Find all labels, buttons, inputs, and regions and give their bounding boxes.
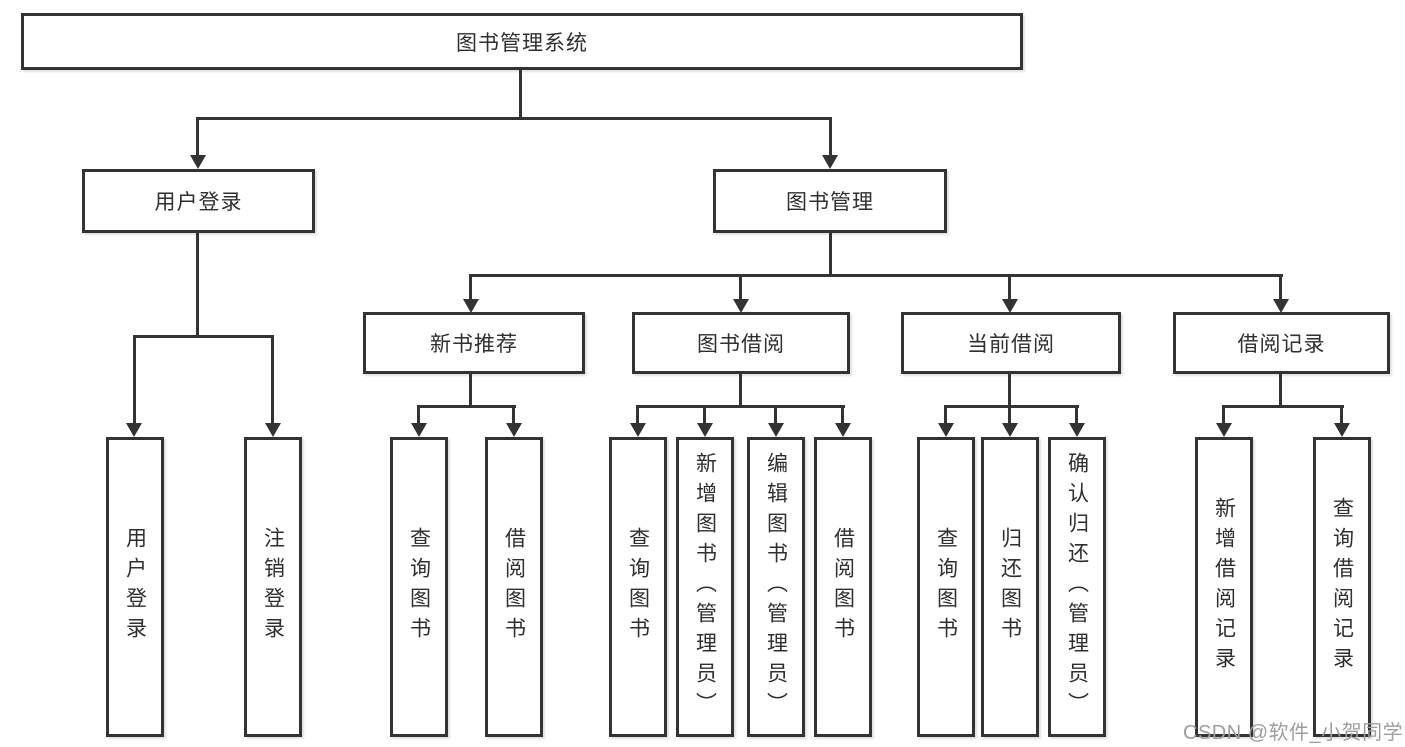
connector-arm-records bbox=[1279, 274, 1282, 301]
connector-arm bbox=[1075, 405, 1078, 425]
connector-arm bbox=[944, 405, 947, 425]
connector-arm bbox=[1008, 405, 1011, 425]
node-root: 图书管理系统 bbox=[21, 13, 1023, 70]
arrow-down-icon bbox=[126, 423, 142, 437]
node-book-management-label: 图书管理 bbox=[786, 191, 874, 214]
connector-new-book-rail bbox=[417, 405, 516, 408]
connector-arm-borrowing bbox=[739, 274, 742, 301]
connector-arm-book-management bbox=[829, 117, 832, 156]
connector-records-rail bbox=[1222, 405, 1344, 408]
connector-arm bbox=[417, 405, 420, 425]
arrow-down-icon bbox=[1216, 423, 1232, 437]
arrow-down-icon bbox=[190, 155, 206, 169]
node-leaf-borrow-books-1-label: 借阅图书 bbox=[502, 527, 526, 647]
node-root-label: 图书管理系统 bbox=[456, 31, 588, 55]
node-leaf-return-books: 归还图书 bbox=[981, 437, 1039, 737]
arrow-down-icon bbox=[1334, 423, 1350, 437]
node-leaf-confirm-return-admin: 确认归还（管理员） bbox=[1048, 437, 1106, 737]
node-book-borrowing: 图书借阅 bbox=[632, 312, 850, 374]
arrow-down-icon bbox=[768, 423, 784, 437]
arrow-down-icon bbox=[630, 423, 646, 437]
arrow-down-icon bbox=[938, 423, 954, 437]
connector-arm-new-book bbox=[469, 274, 472, 301]
connector-arm bbox=[512, 405, 515, 425]
arrow-down-icon bbox=[265, 423, 281, 437]
node-leaf-query-books-1: 查询图书 bbox=[390, 437, 448, 737]
node-leaf-user-login-label: 用户登录 bbox=[123, 527, 147, 647]
node-leaf-query-books-2-label: 查询图书 bbox=[626, 527, 650, 647]
node-leaf-return-books-label: 归还图书 bbox=[998, 527, 1022, 647]
node-leaf-query-borrow-record: 查询借阅记录 bbox=[1313, 437, 1371, 737]
node-leaf-logout: 注销登录 bbox=[244, 437, 302, 737]
connector-borrowing-rail bbox=[636, 405, 845, 408]
node-leaf-confirm-return-admin-label: 确认归还（管理员） bbox=[1065, 452, 1089, 722]
node-leaf-query-books-3: 查询图书 bbox=[917, 437, 975, 737]
csdn-watermark: CSDN @软件_小贺同学 bbox=[1183, 722, 1404, 744]
node-leaf-borrow-books-1: 借阅图书 bbox=[485, 437, 543, 737]
node-leaf-query-borrow-record-label: 查询借阅记录 bbox=[1330, 497, 1354, 677]
arrow-down-icon bbox=[1002, 299, 1018, 313]
arrow-down-icon bbox=[411, 423, 427, 437]
arrow-down-icon bbox=[697, 423, 713, 437]
connector-book-management-rail bbox=[469, 274, 1283, 277]
node-leaf-add-books-admin-label: 新增图书（管理员） bbox=[693, 452, 717, 722]
connector-arm bbox=[636, 405, 639, 425]
arrow-down-icon bbox=[463, 299, 479, 313]
connector-new-book-stem bbox=[469, 374, 472, 408]
connector-user-login-stem bbox=[196, 233, 199, 337]
node-leaf-edit-books-admin: 编辑图书（管理员） bbox=[747, 437, 805, 737]
node-leaf-borrow-books-2: 借阅图书 bbox=[814, 437, 872, 737]
node-leaf-add-borrow-record: 新增借阅记录 bbox=[1195, 437, 1253, 737]
node-new-book-recommend-label: 新书推荐 bbox=[430, 333, 518, 356]
connector-root-stem bbox=[519, 70, 522, 118]
connector-arm bbox=[841, 405, 844, 425]
node-user-login-label: 用户登录 bbox=[154, 191, 243, 214]
connector-book-management-stem bbox=[829, 233, 832, 277]
connector-borrowing-stem bbox=[739, 374, 742, 408]
connector-arm bbox=[703, 405, 706, 425]
connector-current-rail bbox=[944, 405, 1079, 408]
node-book-borrowing-label: 图书借阅 bbox=[697, 333, 785, 356]
node-leaf-add-books-admin: 新增图书（管理员） bbox=[676, 437, 734, 737]
node-new-book-recommend: 新书推荐 bbox=[363, 312, 585, 374]
node-user-login: 用户登录 bbox=[82, 169, 315, 233]
connector-arm-user-login bbox=[196, 117, 199, 156]
connector-arm-leaf-logout bbox=[271, 335, 274, 424]
node-leaf-add-borrow-record-label: 新增借阅记录 bbox=[1212, 497, 1236, 677]
connector-arm-leaf-login bbox=[133, 335, 136, 424]
arrow-down-icon bbox=[506, 423, 522, 437]
node-borrowing-records-label: 借阅记录 bbox=[1237, 333, 1326, 356]
node-leaf-borrow-books-2-label: 借阅图书 bbox=[831, 527, 855, 647]
arrow-down-icon bbox=[835, 423, 851, 437]
connector-user-login-rail bbox=[133, 335, 274, 338]
node-borrowing-records: 借阅记录 bbox=[1173, 312, 1390, 374]
connector-arm-current bbox=[1008, 274, 1011, 301]
arrow-down-icon bbox=[822, 155, 838, 169]
connector-root-rail bbox=[196, 117, 832, 120]
node-book-management: 图书管理 bbox=[713, 169, 947, 233]
node-leaf-user-login: 用户登录 bbox=[106, 437, 164, 737]
connector-arm bbox=[1222, 405, 1225, 425]
node-leaf-query-books-3-label: 查询图书 bbox=[934, 527, 958, 647]
arrow-down-icon bbox=[1002, 423, 1018, 437]
node-leaf-query-books-2: 查询图书 bbox=[609, 437, 667, 737]
connector-arm bbox=[1340, 405, 1343, 425]
arrow-down-icon bbox=[1273, 299, 1289, 313]
arrow-down-icon bbox=[733, 299, 749, 313]
node-leaf-query-books-1-label: 查询图书 bbox=[407, 527, 431, 647]
node-current-borrowing-label: 当前借阅 bbox=[967, 333, 1055, 356]
connector-records-stem bbox=[1279, 374, 1282, 408]
connector-current-stem bbox=[1008, 374, 1011, 408]
node-leaf-logout-label: 注销登录 bbox=[261, 527, 285, 647]
node-current-borrowing: 当前借阅 bbox=[901, 312, 1121, 374]
connector-arm bbox=[774, 405, 777, 425]
node-leaf-edit-books-admin-label: 编辑图书（管理员） bbox=[764, 452, 788, 722]
arrow-down-icon bbox=[1069, 423, 1085, 437]
